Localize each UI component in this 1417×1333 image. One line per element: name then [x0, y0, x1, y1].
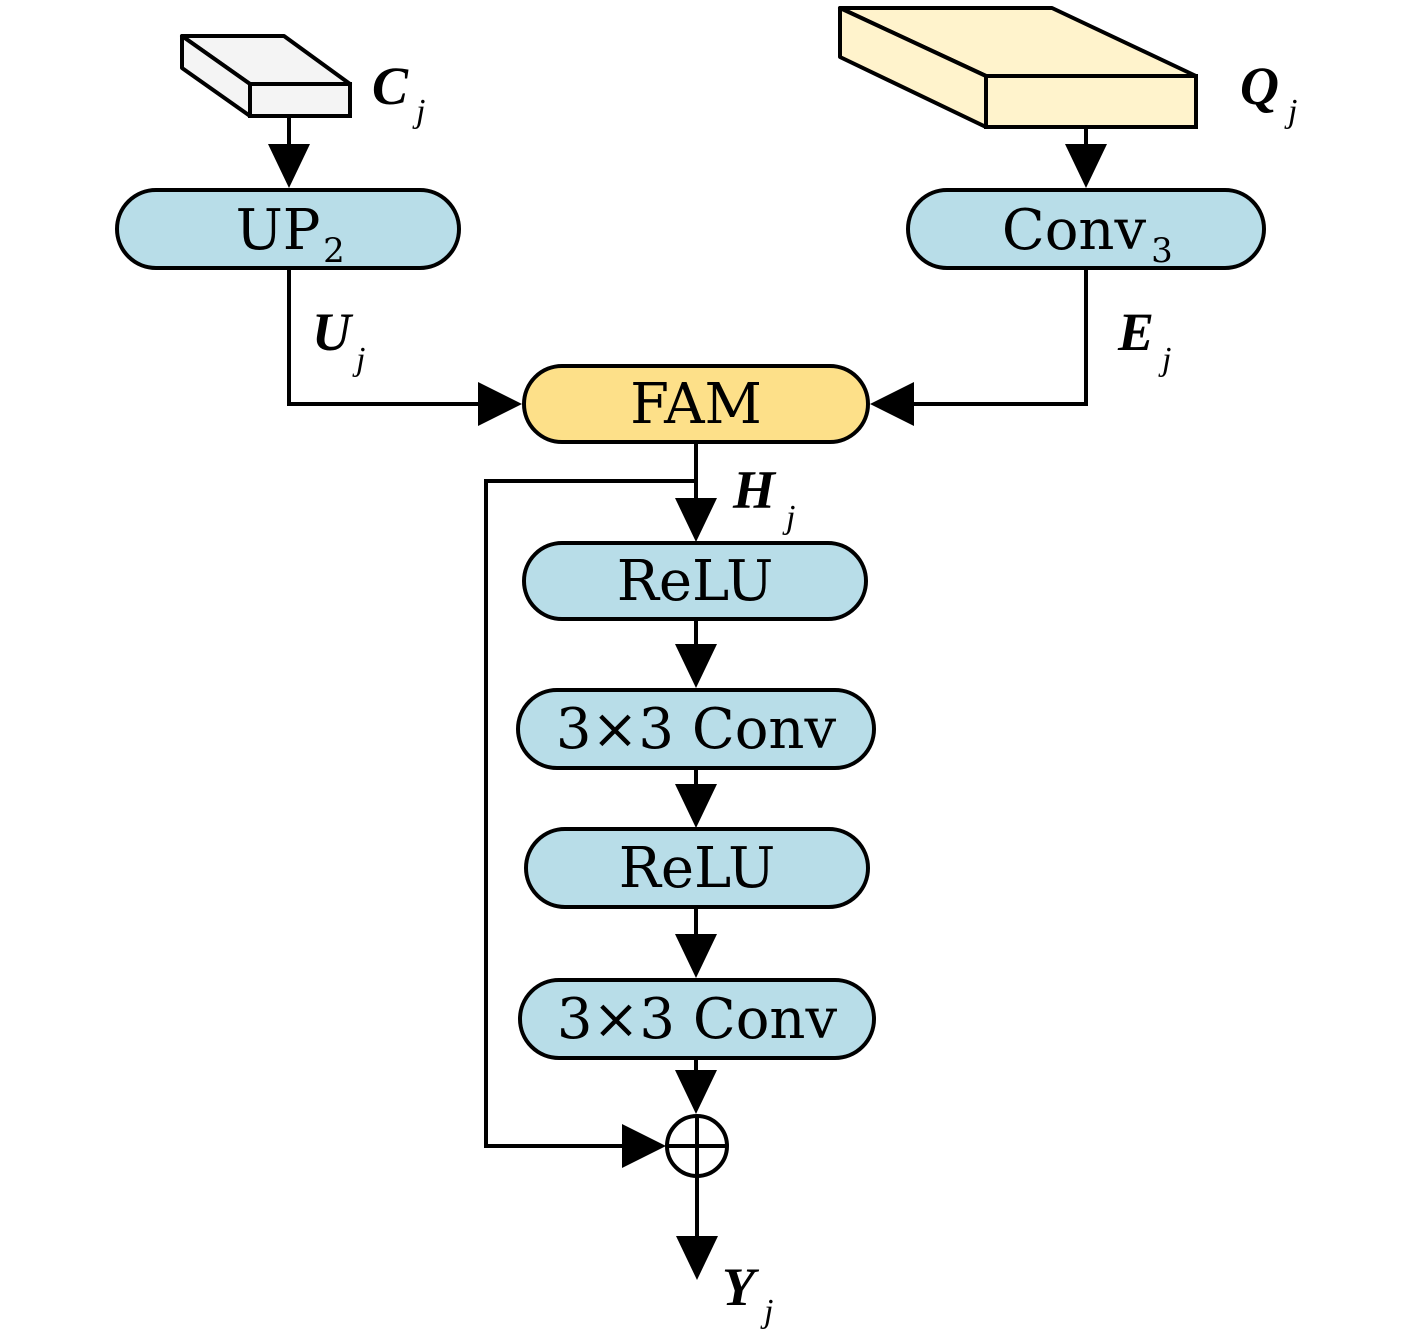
- up-sub: 2: [323, 231, 345, 271]
- up-block: UP 2: [115, 188, 461, 271]
- arrow-c-to-up: [268, 116, 310, 188]
- y-label: Y: [722, 1257, 760, 1317]
- up-label: UP: [236, 198, 321, 263]
- h-label: H: [732, 460, 777, 520]
- fam-label: FAM: [630, 372, 762, 437]
- e-label: E: [1117, 302, 1154, 362]
- arrow-fam-to-relu1: [675, 442, 717, 542]
- relu1-label: ReLU: [617, 549, 774, 614]
- h-sub: j: [782, 499, 795, 536]
- conv3-block: Conv 3: [906, 188, 1266, 271]
- e-sub: j: [1158, 341, 1171, 378]
- conv-a-label: 3×3 Conv: [556, 697, 837, 762]
- conv-a-block: 3×3 Conv: [516, 688, 876, 770]
- arrow-conv3-to-fam: [870, 268, 1088, 426]
- q-sub: j: [1284, 93, 1297, 130]
- u-sub: j: [352, 341, 365, 378]
- relu1-block: ReLU: [522, 541, 868, 621]
- arrow-sum-to-output: [676, 1176, 718, 1280]
- conv3-sub: 3: [1151, 231, 1173, 271]
- relu2-label: ReLU: [619, 836, 776, 901]
- fam-block: FAM: [522, 364, 870, 444]
- sum-node: [665, 1114, 729, 1178]
- arrow-relu1-to-conv-a: [675, 619, 717, 688]
- skip-connection: [484, 479, 696, 1168]
- conv3-label: Conv: [1002, 198, 1147, 263]
- relu2-block: ReLU: [524, 827, 870, 909]
- arrow-q-to-conv3: [1065, 127, 1107, 188]
- y-sub: j: [760, 1293, 773, 1330]
- q-tensor: [838, 6, 1198, 129]
- c-label: C: [372, 56, 409, 116]
- arrow-up-to-fam: [287, 268, 522, 426]
- conv-b-block: 3×3 Conv: [518, 978, 876, 1060]
- arrow-relu2-to-conv-b: [675, 907, 717, 978]
- u-label: U: [312, 302, 354, 362]
- q-label: Q: [1240, 56, 1279, 116]
- conv-b-label: 3×3 Conv: [557, 987, 838, 1052]
- c-tensor: [180, 34, 352, 118]
- c-sub: j: [412, 93, 425, 130]
- arrow-conv-a-to-relu2: [675, 768, 717, 828]
- arrow-conv-b-to-sum: [675, 1058, 717, 1114]
